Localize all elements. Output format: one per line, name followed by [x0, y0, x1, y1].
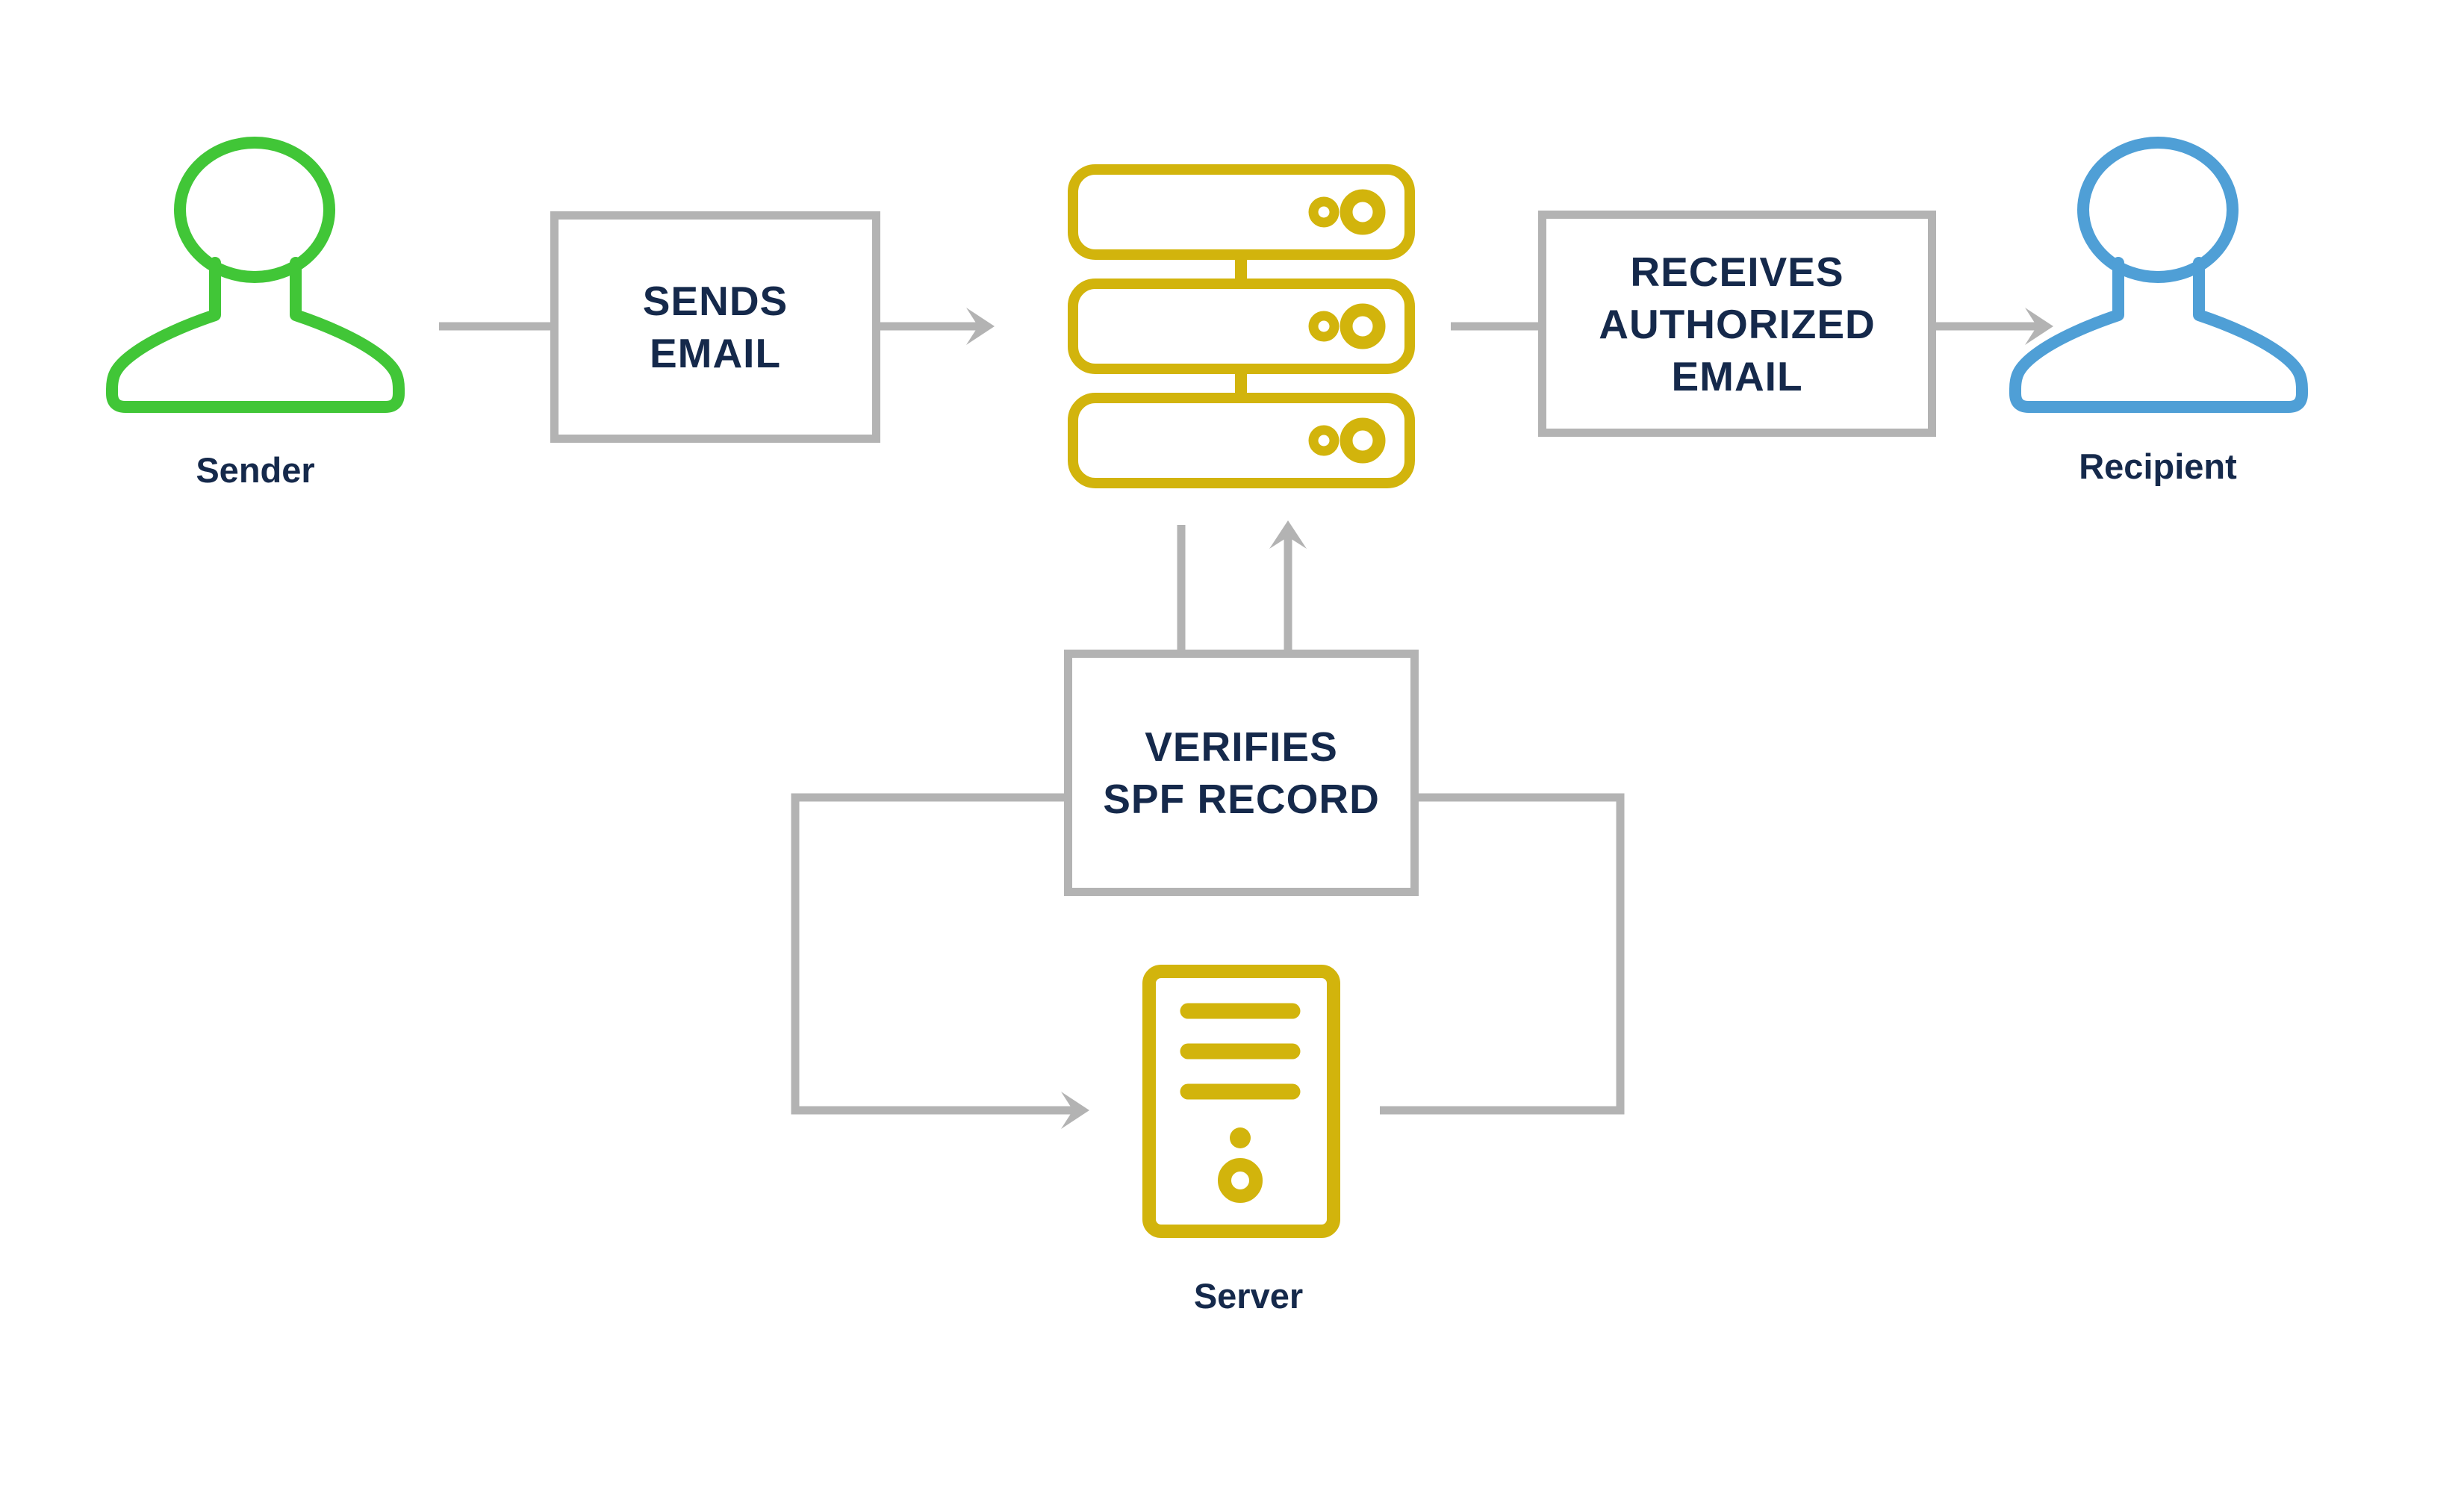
sends-email-box: SENDS EMAIL [550, 211, 880, 443]
arrow-verifies-box-to-dns-server [791, 793, 1074, 1115]
recipient-label: Recipient [2079, 447, 2237, 486]
arrowhead-right-icon [966, 308, 995, 345]
verifies-spf-record-box: VERIFIES SPF RECORD [1064, 650, 1419, 896]
arrowhead-up-icon [1269, 520, 1307, 549]
server-label: Server [1193, 1276, 1304, 1316]
sender-person-icon [112, 143, 399, 407]
dns-server-tower-icon [1142, 965, 1340, 1238]
mail-server-stack-icon [1068, 164, 1415, 488]
arrowhead-right-icon [2025, 308, 2053, 345]
recipient-person-icon [2015, 143, 2302, 407]
arrowhead-right-icon [1061, 1092, 1089, 1129]
connectors [439, 308, 2053, 1129]
sends-email-label: SENDS EMAIL [642, 278, 788, 376]
receives-authorized-email-label: RECEIVES AUTHORIZED EMAIL [1599, 248, 1876, 399]
line-dns-server-to-verifies-box [1380, 793, 1625, 1115]
sender-label: Sender [196, 450, 315, 490]
verifies-spf-record-label: VERIFIES SPF RECORD [1103, 724, 1380, 822]
receives-authorized-email-box: RECEIVES AUTHORIZED EMAIL [1538, 211, 1936, 437]
